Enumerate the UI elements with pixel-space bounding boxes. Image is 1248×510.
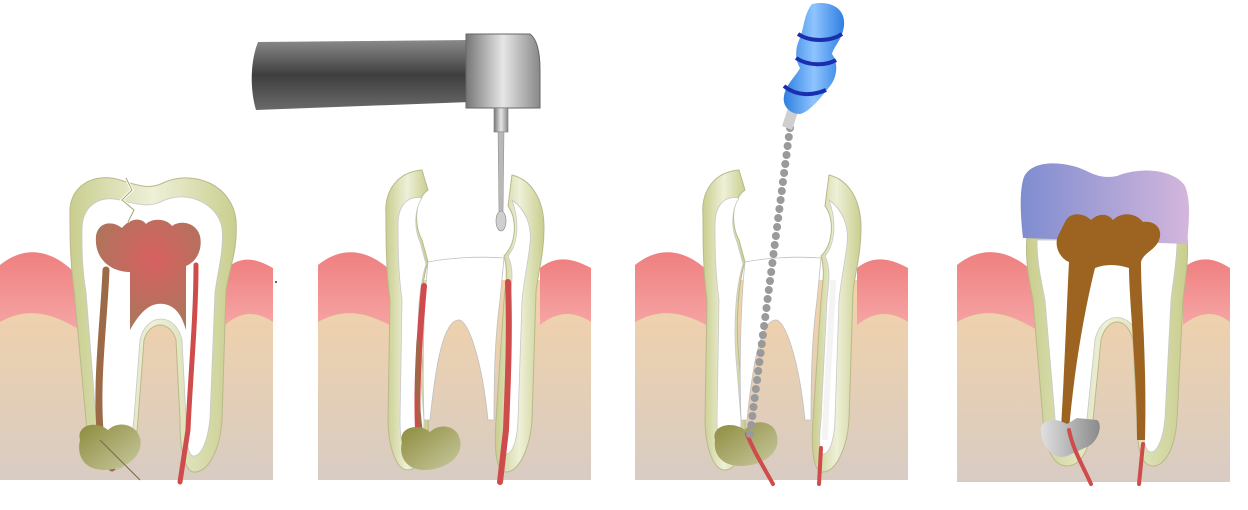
file-shaft-bead	[751, 385, 760, 393]
endodontic-file	[746, 2, 845, 438]
file-collar	[782, 108, 798, 130]
file-handle-ring-2	[794, 56, 838, 67]
file-shaft-bead	[771, 232, 780, 240]
dental-drill-handpiece	[251, 33, 541, 232]
gum-right	[1183, 259, 1230, 325]
file-handle	[783, 2, 845, 115]
open-pulp-floor	[422, 256, 505, 421]
file-shaft-bead	[748, 412, 757, 420]
drill-bit-tip	[495, 210, 507, 232]
infected-pulp-chamber	[95, 219, 201, 330]
file-shaft-bead	[780, 169, 789, 177]
abscess	[714, 422, 778, 466]
gum-left	[957, 252, 1037, 330]
nerve-right	[817, 446, 823, 486]
file-shaft-bead	[774, 214, 783, 222]
file-shaft-bead	[750, 394, 759, 402]
root-canal-right	[177, 262, 199, 485]
file-shaft-bead	[769, 250, 778, 258]
cleaned-canal-right	[822, 279, 836, 441]
gum-right	[857, 259, 908, 325]
file-shaft-bead	[764, 286, 773, 294]
drill-head	[465, 33, 541, 109]
root-canal-filling	[1056, 214, 1161, 440]
file-shaft-bead	[778, 178, 787, 186]
file-shaft-bead	[757, 340, 766, 348]
file-shaft-bead	[773, 223, 782, 231]
nerve-left	[1067, 428, 1093, 486]
file-shaft-bead	[767, 268, 776, 276]
file-shaft-bead	[761, 313, 770, 321]
gum-left	[635, 252, 715, 330]
file-shaft-bead	[775, 205, 784, 213]
file-shaft-bead	[753, 376, 762, 384]
gum-right	[540, 259, 591, 325]
file-shaft-bead	[781, 160, 790, 168]
file-shaft-bead	[782, 151, 791, 159]
file-shaft-bead	[784, 133, 793, 141]
file-shaft-bead	[747, 421, 756, 429]
gum-left	[0, 252, 80, 330]
abscess	[79, 424, 141, 470]
file-shaft-bead	[763, 295, 772, 303]
open-pulp-floor	[739, 256, 822, 421]
panel-filled-and-crowned	[957, 163, 1230, 486]
nerve-left	[745, 432, 775, 486]
abscess	[401, 426, 461, 470]
panel-cleaning-canals	[635, 169, 908, 486]
dentin-left	[714, 197, 744, 453]
file-handle-ring-3	[782, 84, 827, 97]
file-shaft-bead	[762, 304, 771, 312]
file-shaft-bead	[746, 430, 754, 438]
file-shaft-bead	[768, 259, 777, 267]
gum-left	[318, 252, 398, 330]
file-shaft-bead	[760, 322, 769, 330]
file-shaft-bead	[756, 349, 765, 357]
gum-right	[225, 259, 273, 325]
nerve-right	[1137, 442, 1145, 486]
file-shaft-bead	[783, 142, 792, 150]
file-handle-ring-1	[796, 32, 844, 42]
file-shaft-bead	[770, 241, 779, 249]
drill-bit	[497, 131, 505, 213]
root-canal-left	[95, 266, 116, 472]
file-shaft-bead	[749, 403, 758, 411]
file-shaft-bead	[777, 187, 786, 195]
panel-drilling-access	[318, 169, 591, 485]
drill-neck	[493, 107, 509, 133]
file-shaft-bead	[758, 331, 767, 339]
file-shaft-bead	[755, 358, 764, 366]
file-shaft-bead	[766, 277, 774, 285]
root-canal-right	[497, 279, 512, 485]
panel-infected-tooth	[0, 177, 277, 485]
drill-body	[251, 40, 470, 110]
file-shaft-bead	[754, 367, 763, 375]
file-shaft-bead	[776, 196, 785, 204]
